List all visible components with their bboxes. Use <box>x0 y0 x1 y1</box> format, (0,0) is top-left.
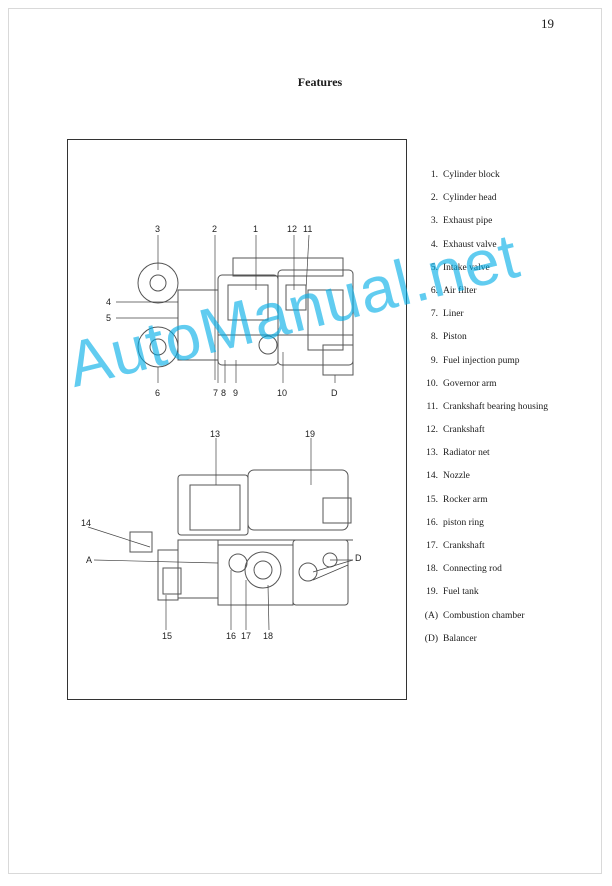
page-title: Features <box>297 75 343 89</box>
legend-item: 14.Nozzle <box>426 471 470 482</box>
callout-10: 10 <box>277 388 287 398</box>
callout-a: A <box>86 555 92 565</box>
legend-item: 12.Crankshaft <box>426 425 485 436</box>
engine-diagram: 3 2 1 12 11 4 5 6 7 8 9 10 D 13 19 14 A … <box>81 224 362 641</box>
fuel-tank-shape <box>247 469 349 531</box>
page-border <box>8 8 602 874</box>
callout-19: 19 <box>305 429 315 439</box>
callout-2: 2 <box>212 224 217 234</box>
callout-11: 11 <box>303 224 312 234</box>
callout-8: 8 <box>221 388 226 398</box>
callout-5: 5 <box>106 313 111 323</box>
callout-17: 17 <box>241 631 251 641</box>
callout-12: 12 <box>287 224 297 234</box>
callout-d-top: D <box>331 388 338 398</box>
legend-item: 19.Fuel tank <box>426 587 479 598</box>
legend-item: 7.Liner <box>430 309 464 320</box>
callout-4: 4 <box>106 297 111 307</box>
crankshaft-shape <box>244 551 282 589</box>
legend-item: 2.Cylinder head <box>430 193 497 204</box>
legend-item: 18.Connecting rod <box>426 564 502 575</box>
diagram-callouts: 3 2 1 12 11 4 5 6 7 8 9 10 D 13 19 14 A … <box>81 224 362 641</box>
legend-item: 15.Rocker arm <box>426 494 488 505</box>
legend-item: 10.Governor arm <box>426 378 497 389</box>
radiator-shape <box>177 474 249 536</box>
parts-legend: 1.Cylinder block 2.Cylinder head 3.Exhau… <box>424 168 604 655</box>
callout-d-bottom: D <box>355 553 362 563</box>
legend-item: 16.piston ring <box>426 517 484 528</box>
callout-14: 14 <box>81 518 91 528</box>
callout-18: 18 <box>263 631 273 641</box>
exhaust-shape <box>137 326 179 368</box>
legend-item: 6.Air filter <box>430 285 477 296</box>
legend-item: 9.Fuel injection pump <box>430 355 520 366</box>
legend-item: 3.Exhaust pipe <box>430 216 493 227</box>
callout-1: 1 <box>253 224 258 234</box>
callout-9: 9 <box>233 388 238 398</box>
legend-item: 4.Exhaust valve <box>430 239 497 250</box>
page-number: 19 <box>541 16 554 31</box>
callout-13: 13 <box>210 429 220 439</box>
legend-item: 8.Piston <box>430 332 467 343</box>
legend-item: (A)Combustion chamber <box>424 610 525 621</box>
callout-6: 6 <box>155 388 160 398</box>
legend-item: 13.Radiator net <box>426 448 490 459</box>
legend-item: (D)Balancer <box>424 633 477 644</box>
legend-item: 1.Cylinder block <box>430 170 500 180</box>
engine-diagram-figure: 3 2 1 12 11 4 5 6 7 8 9 10 D 13 19 14 A … <box>67 139 407 700</box>
callout-7: 7 <box>213 388 218 398</box>
callout-15: 15 <box>162 631 172 641</box>
legend-item: 11.Crankshaft bearing housing <box>426 401 549 412</box>
legend-item: 17.Crankshaft <box>426 541 485 551</box>
callout-16: 16 <box>226 631 236 641</box>
callout-3: 3 <box>155 224 160 234</box>
legend-item: 5.Intake valve <box>430 262 490 273</box>
